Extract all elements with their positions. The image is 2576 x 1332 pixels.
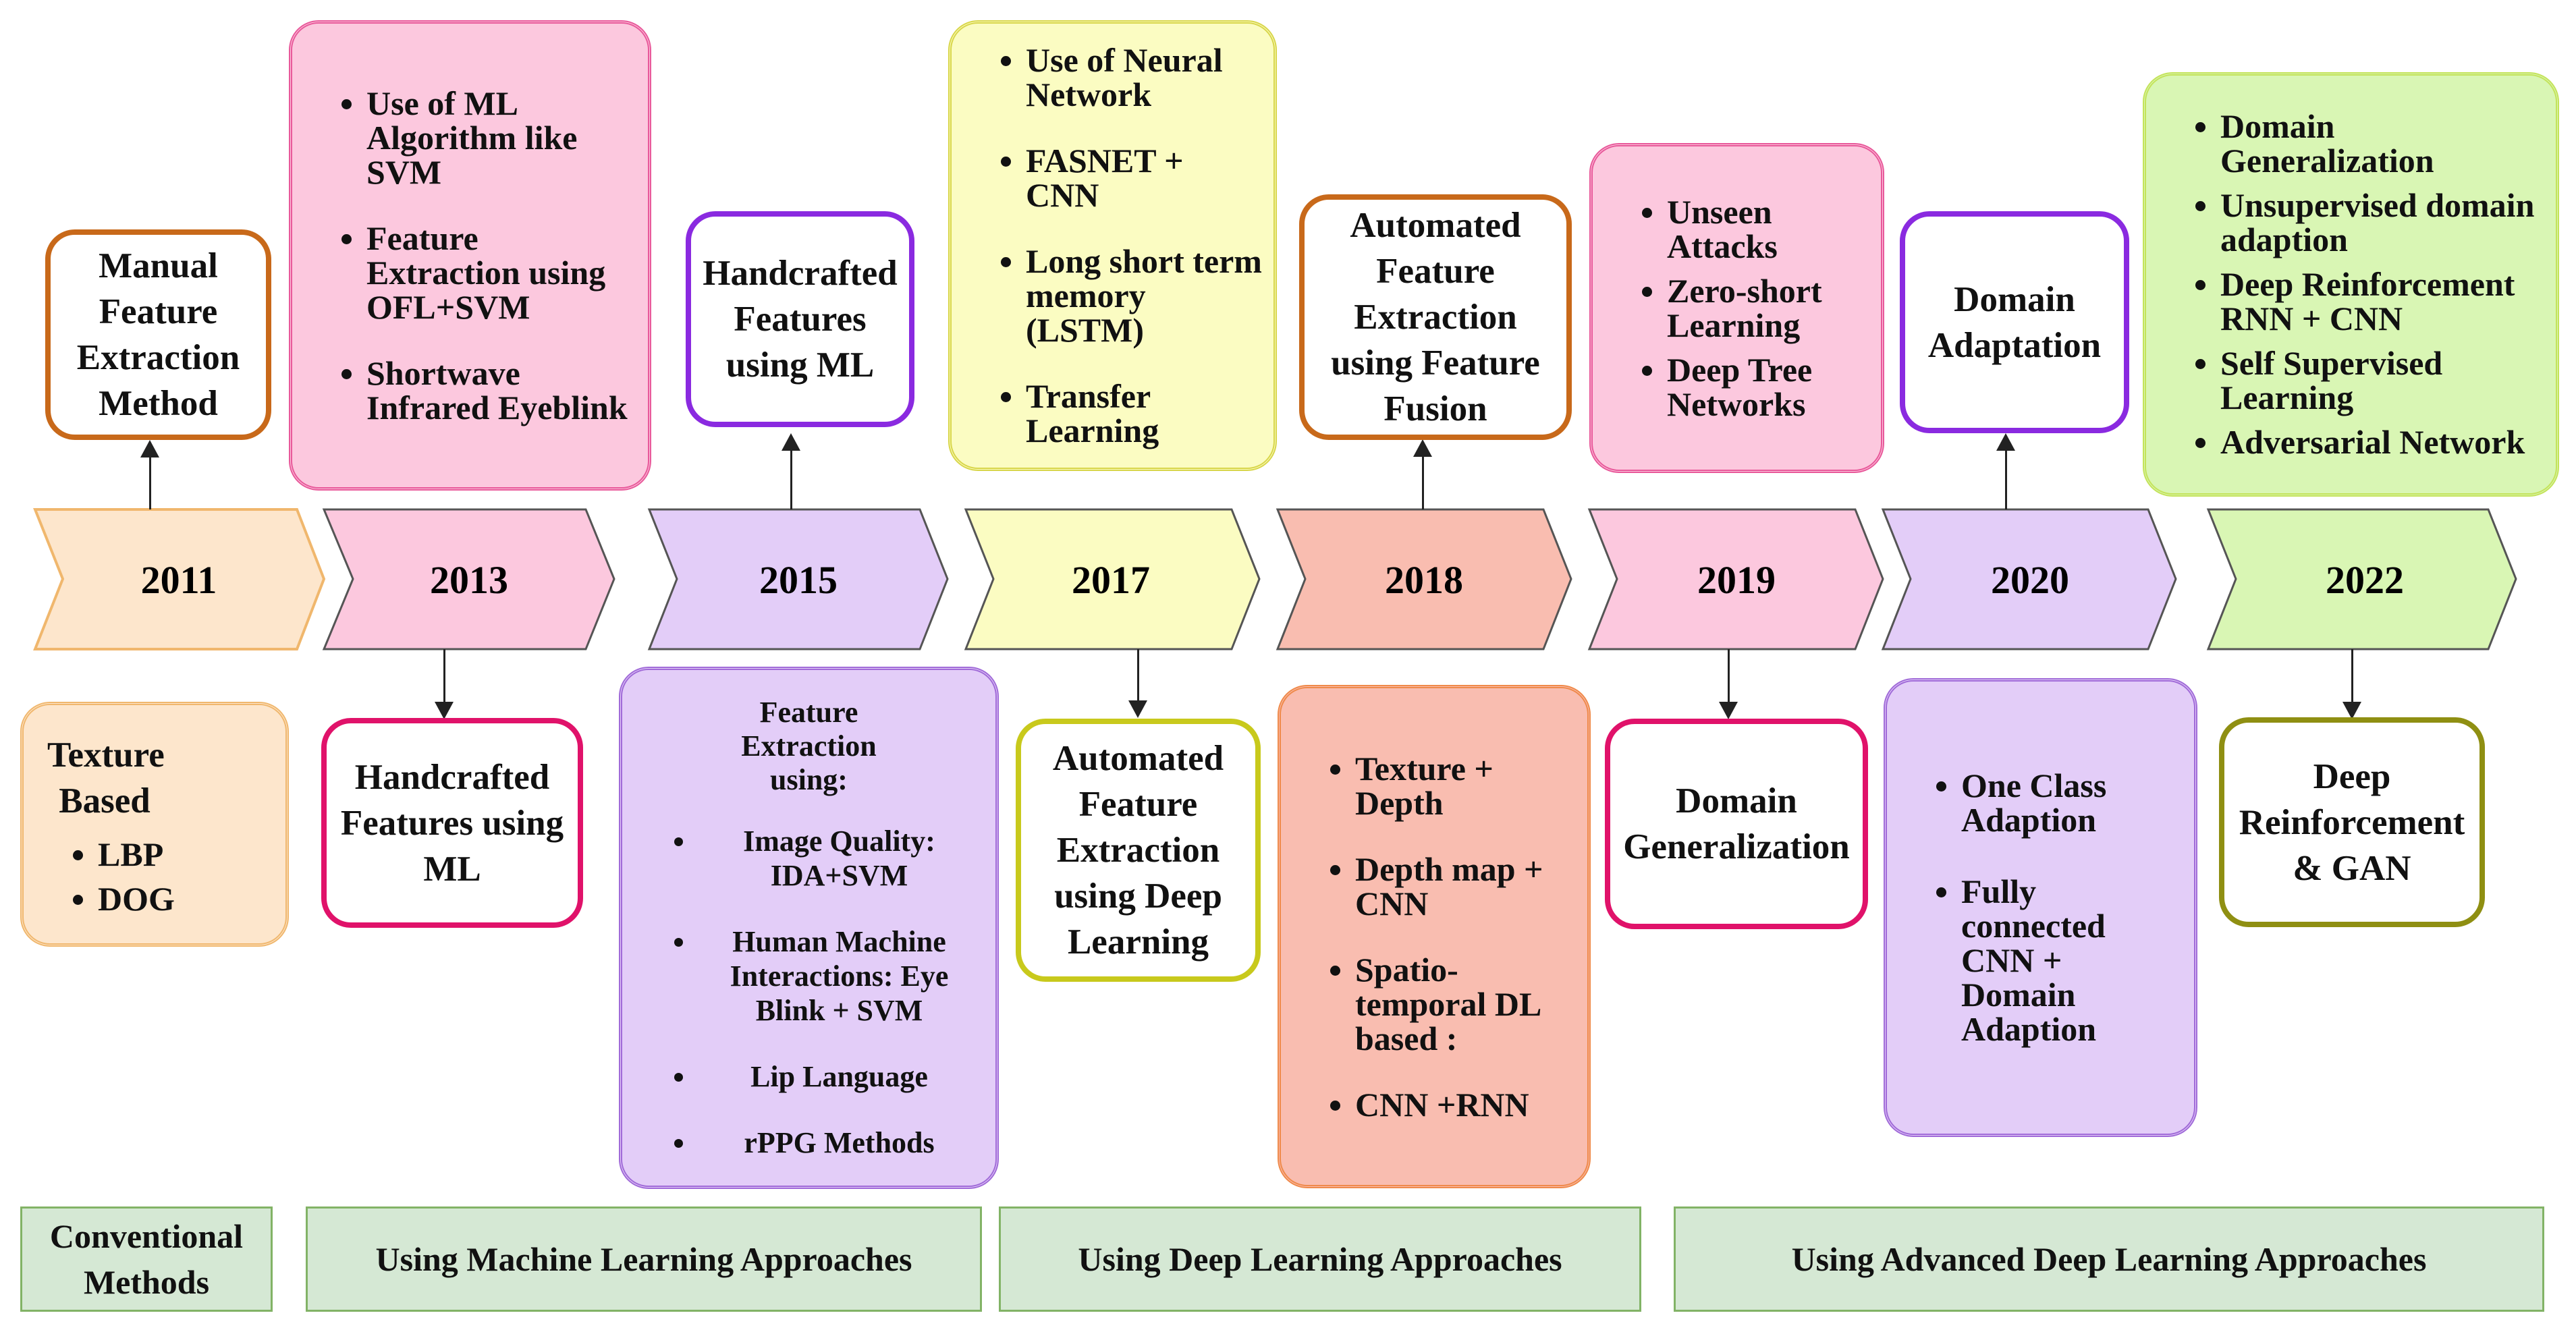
box-2011-texture: Texture Based LBP DOG [20,702,289,947]
year-2019-chevron [1587,508,1884,650]
list-item: Fully connected CNN + Domain Adaption [1961,875,2181,1047]
box-2017-automated-dl-text: Automated Feature Extraction using Deep … [1052,739,1224,962]
year-2013-label: 2013 [430,558,508,602]
list-item: Deep Reinforcement RNN + CNN [2220,267,2549,336]
year-2020-label: 2020 [1991,558,2069,602]
box-2013-handcrafted-text: Handcrafted Features using ML [340,757,564,889]
box-2020-one-class: One Class Adaption Fully connected CNN +… [1884,678,2197,1137]
year-2017-chevron [964,508,1261,650]
year-2022-label: 2022 [2326,558,2404,602]
box-2017-automated-dl: Automated Feature Extraction using Deep … [1016,719,1261,982]
box-2017-neural: Use of Neural Network FASNET + CNN Long … [948,20,1277,471]
list-item: Domain Generalization [2220,109,2549,178]
list-2022-above: Domain Generalization Unsupervised domai… [2146,109,2556,460]
list-item: Depth map + CNN [1355,852,1577,921]
box-2022-deep-reinforcement-text: Deep Reinforcement & GAN [2239,756,2465,888]
list-2018-below: Texture + Depth Depth map + CNN Spatio-t… [1281,751,1587,1122]
band-machine-learning-label: Using Machine Learning Approaches [375,1240,912,1278]
list-2011-below: LBP DOG [24,837,285,916]
box-2022-advanced: Domain Generalization Unsupervised domai… [2143,72,2559,497]
box-2011-texture-title: Texture Based [47,736,165,821]
band-conventional-label: Conventional Methods [49,1217,244,1301]
list-2013-above: Use of ML Algorithm like SVM Feature Ext… [292,86,648,425]
list-item: Use of Neural Network [1026,43,1263,112]
list-2020-below: One Class Adaption Fully connected CNN +… [1887,769,2194,1047]
list-item: Human Machine Interactions: Eye Blink + … [696,924,982,1028]
box-2015-handcrafted: Handcrafted Features using ML [686,211,914,427]
list-item: Unsupervised domain adaption [2220,188,2549,257]
box-2020-domain-adaptation: Domain Adaptation [1900,211,2129,433]
year-2011-chevron [33,508,326,650]
list-item: rPPG Methods [696,1126,982,1160]
list-item: Spatio-temporal DL based : [1355,952,1577,1056]
list-item: Deep Tree Networks [1667,352,1874,422]
box-2018-feature-fusion: Automated Feature Extraction using Featu… [1299,194,1572,440]
year-2017-label: 2017 [1072,558,1150,602]
year-2019-label: 2019 [1697,558,1776,602]
list-item: Use of ML Algorithm like SVM [366,86,634,190]
box-2015-feature-extraction: Feature Extraction using: Image Quality:… [619,667,999,1189]
list-item: Transfer Learning [1026,379,1263,448]
list-item: Image Quality: IDA+SVM [696,824,982,893]
list-item: One Class Adaption [1961,769,2181,837]
list-item: Long short term memory (LSTM) [1026,244,1263,348]
list-item: Self Supervised Learning [2220,346,2549,415]
list-item: Zero-short Learning [1667,273,1874,343]
list-item: LBP [98,837,285,872]
box-2013-handcrafted: Handcrafted Features using ML [321,718,583,928]
box-2022-deep-reinforcement: Deep Reinforcement & GAN [2219,717,2485,927]
band-conventional: Conventional Methods [20,1206,273,1312]
box-2019-unseen: Unseen Attacks Zero-short Learning Deep … [1589,143,1884,473]
year-2011-label: 2011 [141,558,217,602]
list-item: Lip Language [696,1059,982,1094]
list-2019-above: Unseen Attacks Zero-short Learning Deep … [1593,194,1881,422]
year-2015-label: 2015 [759,558,838,602]
band-machine-learning: Using Machine Learning Approaches [306,1206,982,1312]
box-2011-manual-feature: Manual Feature Extraction Method [45,229,271,440]
year-2020-chevron [1881,508,2177,650]
box-2013-ml-approaches: Use of ML Algorithm like SVM Feature Ext… [289,20,651,491]
band-advanced-deep-learning-label: Using Advanced Deep Learning Approaches [1791,1240,2427,1278]
list-item: Feature Extraction using OFL+SVM [366,221,634,325]
box-2020-domain-adaptation-text: Domain Adaptation [1927,279,2102,365]
box-2019-domain-generalization: Domain Generalization [1605,719,1868,929]
year-2018-chevron [1276,508,1572,650]
box-2015-feature-extraction-title: Feature Extraction using: [741,696,877,796]
band-advanced-deep-learning: Using Advanced Deep Learning Approaches [1674,1206,2544,1312]
box-2011-manual-feature-text: Manual Feature Extraction Method [76,246,240,423]
year-2018-label: 2018 [1385,558,1463,602]
box-2015-handcrafted-text: Handcrafted Features using ML [703,254,898,385]
list-item: Shortwave Infrared Eyeblink [366,356,634,425]
year-2022-chevron [2206,508,2517,650]
list-item: FASNET + CNN [1026,144,1263,213]
list-item: Texture + Depth [1355,751,1577,821]
list-item: Adversarial Network [2220,425,2549,460]
band-deep-learning: Using Deep Learning Approaches [999,1206,1641,1312]
box-2018-depth: Texture + Depth Depth map + CNN Spatio-t… [1278,685,1591,1188]
list-2017-above: Use of Neural Network FASNET + CNN Long … [952,43,1273,448]
list-item: Unseen Attacks [1667,194,1874,264]
box-2018-feature-fusion-text: Automated Feature Extraction using Featu… [1331,206,1540,428]
band-deep-learning-label: Using Deep Learning Approaches [1078,1240,1562,1278]
box-2019-domain-generalization-text: Domain Generalization [1623,781,1850,866]
year-2015-chevron [647,508,949,650]
list-item: CNN +RNN [1355,1087,1577,1122]
list-2015-below: Image Quality: IDA+SVM Human Machine Int… [622,824,995,1160]
year-2013-chevron [322,508,615,650]
list-item: DOG [98,882,285,916]
